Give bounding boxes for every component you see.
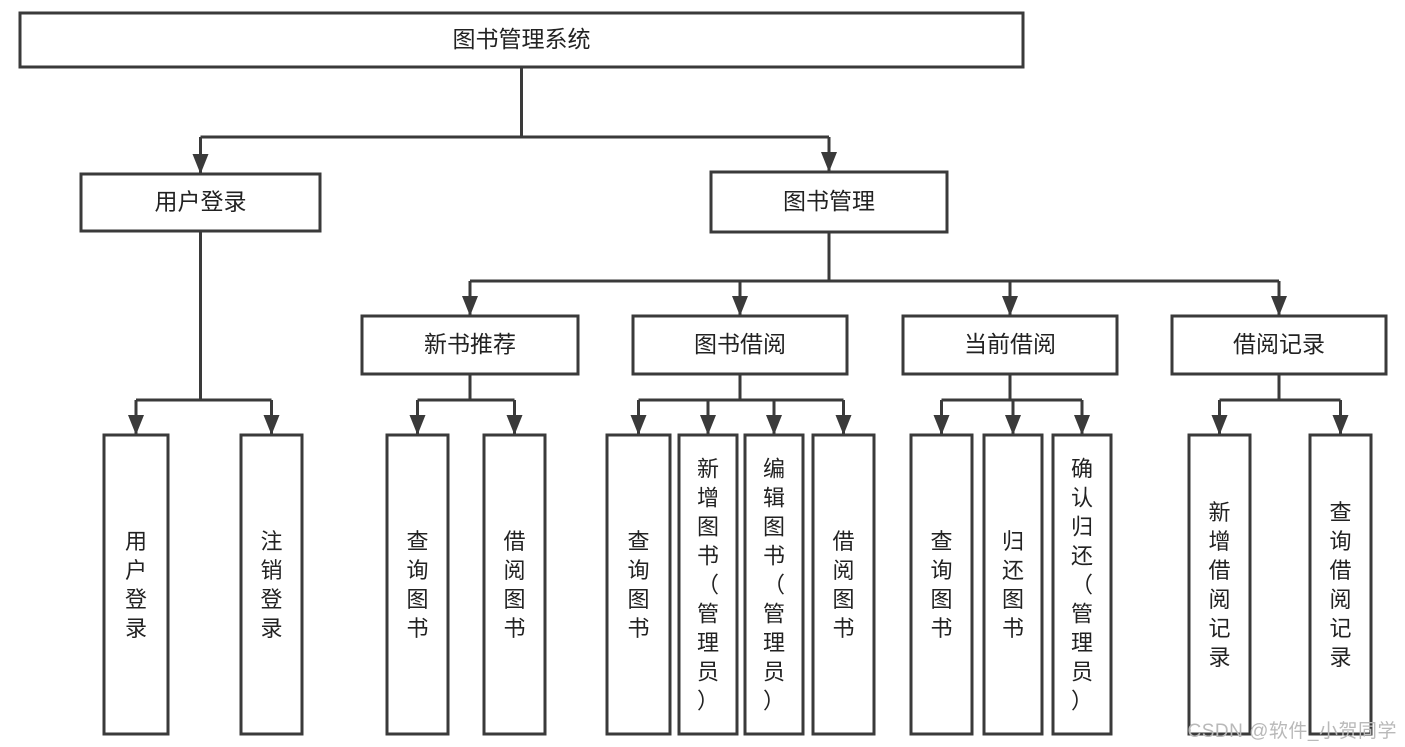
- node-box[interactable]: [709, 170, 949, 234]
- node-leaf-query-book-3[interactable]: 查询图书: [909, 433, 974, 736]
- arrow-down-icon: [766, 415, 782, 435]
- node-label: 注销登录: [260, 529, 282, 641]
- node-borrow-record[interactable]: 借阅记录: [1170, 314, 1388, 376]
- node-label: 新增借阅记录: [1208, 500, 1230, 670]
- edge-group-new_book_rec: [409, 374, 523, 435]
- node-box[interactable]: [385, 433, 450, 736]
- node-box[interactable]: [79, 172, 322, 233]
- node-book-borrow[interactable]: 图书借阅: [631, 314, 849, 376]
- node-leaf-query-record[interactable]: 查询借阅记录: [1308, 433, 1373, 736]
- node-box[interactable]: [605, 433, 672, 736]
- node-box[interactable]: [631, 314, 849, 376]
- edge-group-borrow_record: [1211, 374, 1349, 435]
- edge-group-book_borrow: [630, 374, 852, 435]
- arrow-down-icon: [835, 415, 852, 435]
- arrow-down-icon: [1005, 415, 1021, 435]
- node-label: 查询图书: [406, 529, 428, 641]
- connectors-layer: [128, 67, 1349, 435]
- node-label: 当前借阅: [964, 331, 1056, 357]
- node-label: 图书借阅: [694, 331, 786, 357]
- node-box[interactable]: [1187, 433, 1252, 736]
- node-box[interactable]: [360, 314, 580, 376]
- node-box[interactable]: [1170, 314, 1388, 376]
- node-leaf-borrow-book-2[interactable]: 借阅图书: [811, 433, 876, 736]
- arrow-down-icon: [462, 296, 478, 316]
- edge-group-book_manage: [462, 232, 1287, 316]
- node-label: 编辑图书（管理员）: [763, 457, 785, 714]
- arrow-down-icon: [506, 415, 523, 435]
- node-book-manage[interactable]: 图书管理: [709, 170, 949, 234]
- node-leaf-borrow-book-1[interactable]: 借阅图书: [482, 433, 547, 736]
- node-label: 新增图书（管理员）: [697, 457, 719, 714]
- arrow-down-icon: [1332, 415, 1349, 435]
- node-box[interactable]: [1051, 433, 1113, 736]
- arrow-down-icon: [192, 154, 209, 174]
- node-box[interactable]: [102, 433, 170, 736]
- nodes-layer: 图书管理系统用户登录图书管理新书推荐图书借阅当前借阅借阅记录用户登录注销登录查询…: [18, 11, 1388, 736]
- node-label: 查询图书: [930, 529, 952, 641]
- edge-group-root: [192, 67, 837, 174]
- arrow-down-icon: [1002, 296, 1018, 316]
- arrow-down-icon: [1211, 415, 1228, 435]
- node-label: 图书管理: [783, 188, 875, 214]
- node-leaf-user-login[interactable]: 用户登录: [102, 433, 170, 736]
- node-label: 图书管理系统: [453, 26, 591, 52]
- node-leaf-logout[interactable]: 注销登录: [239, 433, 304, 736]
- node-leaf-return-book[interactable]: 归还图书: [982, 433, 1044, 736]
- node-box[interactable]: [18, 11, 1025, 69]
- node-box[interactable]: [482, 433, 547, 736]
- node-label: 查询借阅记录: [1329, 500, 1351, 670]
- node-leaf-query-book-1[interactable]: 查询图书: [385, 433, 450, 736]
- arrow-down-icon: [630, 415, 647, 435]
- arrow-down-icon: [933, 415, 950, 435]
- node-label: 归还图书: [1002, 529, 1024, 641]
- node-box[interactable]: [743, 433, 805, 736]
- node-label: 新书推荐: [424, 331, 516, 357]
- node-box[interactable]: [982, 433, 1044, 736]
- node-box[interactable]: [239, 433, 304, 736]
- arrow-down-icon: [263, 415, 280, 435]
- node-label: 借阅记录: [1233, 331, 1325, 357]
- node-new-book-rec[interactable]: 新书推荐: [360, 314, 580, 376]
- node-leaf-edit-book[interactable]: 编辑图书（管理员）: [743, 433, 805, 736]
- node-box[interactable]: [811, 433, 876, 736]
- arrow-down-icon: [128, 415, 144, 435]
- arrow-down-icon: [821, 152, 837, 172]
- arrow-down-icon: [700, 415, 716, 435]
- node-leaf-add-record[interactable]: 新增借阅记录: [1187, 433, 1252, 736]
- node-label: 确认归还（管理员）: [1071, 457, 1093, 714]
- node-box[interactable]: [909, 433, 974, 736]
- node-label: 查询图书: [627, 529, 649, 641]
- arrow-down-icon: [409, 415, 426, 435]
- node-leaf-confirm-return[interactable]: 确认归还（管理员）: [1051, 433, 1113, 736]
- node-current-borrow[interactable]: 当前借阅: [901, 314, 1119, 376]
- node-box[interactable]: [901, 314, 1119, 376]
- node-label: 用户登录: [125, 529, 147, 641]
- arrow-down-icon: [732, 296, 748, 316]
- arrow-down-icon: [1074, 415, 1090, 435]
- node-root[interactable]: 图书管理系统: [18, 11, 1025, 69]
- node-label: 用户登录: [155, 189, 247, 215]
- edge-group-current_borrow: [933, 374, 1090, 435]
- node-leaf-query-book-2[interactable]: 查询图书: [605, 433, 672, 736]
- node-box[interactable]: [1308, 433, 1373, 736]
- node-box[interactable]: [677, 433, 739, 736]
- node-leaf-add-book[interactable]: 新增图书（管理员）: [677, 433, 739, 736]
- node-user-login[interactable]: 用户登录: [79, 172, 322, 233]
- node-label: 借阅图书: [832, 529, 854, 641]
- arrow-down-icon: [1271, 296, 1287, 316]
- node-label: 借阅图书: [503, 529, 525, 641]
- watermark-label: CSDN @软件_小贺同学: [1187, 721, 1397, 742]
- edge-group-user_login: [128, 231, 280, 435]
